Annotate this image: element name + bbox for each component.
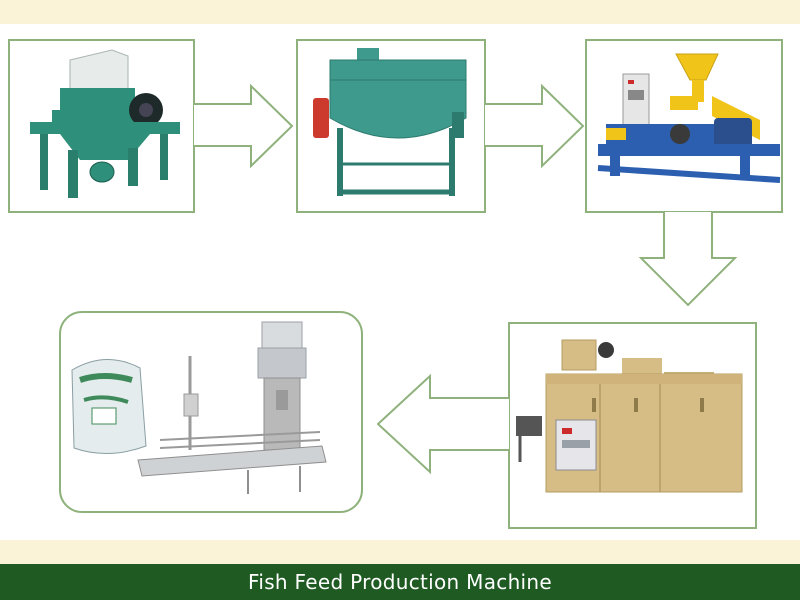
footer-title: Fish Feed Production Machine bbox=[247, 570, 552, 594]
arrow-right-1 bbox=[194, 83, 294, 169]
bottom-band bbox=[0, 540, 800, 564]
arrow-right-2 bbox=[485, 83, 585, 169]
footer-bar: Fish Feed Production Machine bbox=[0, 564, 800, 600]
feed-extruder-icon bbox=[597, 53, 781, 183]
bag-packing-machine-icon bbox=[71, 321, 327, 494]
top-band bbox=[0, 0, 800, 24]
process-flow-diagram bbox=[8, 39, 783, 529]
ribbon-mixer-icon bbox=[313, 48, 467, 196]
arrow-left bbox=[376, 373, 509, 475]
hammer-mill-icon bbox=[30, 49, 180, 198]
dryer-icon bbox=[516, 339, 743, 493]
arrow-down bbox=[638, 212, 738, 307]
